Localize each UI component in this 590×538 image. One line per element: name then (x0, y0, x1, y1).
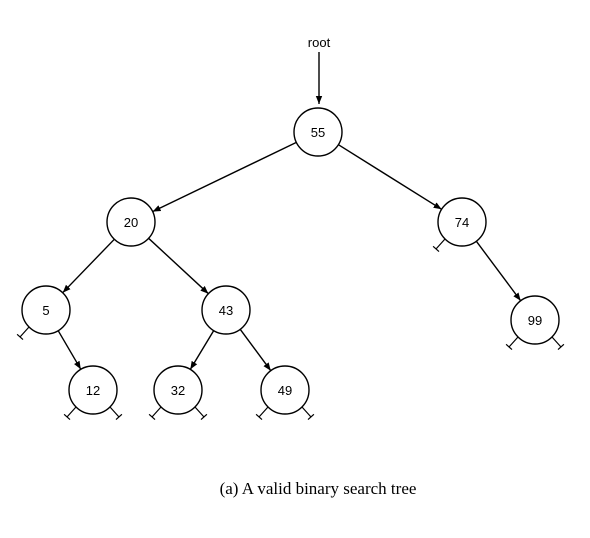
node-circle (68, 365, 118, 415)
tree-edges (57, 141, 522, 372)
tree-node-49: 49 (260, 365, 310, 415)
node-value-label: 32 (171, 383, 185, 398)
node-value-label: 49 (278, 383, 292, 398)
null-pointer-49-left (255, 406, 269, 421)
null-pointer-99-right (551, 336, 565, 351)
node-value-label: 5 (42, 303, 49, 318)
tree-nodes: 55 20 74 5 43 99 12 32 49 (21, 107, 560, 415)
tree-node-99: 99 (510, 295, 560, 345)
null-pointer-99-left (505, 336, 519, 351)
node-value-label: 20 (124, 215, 138, 230)
tree-node-12: 12 (68, 365, 118, 415)
null-pointer-5-left (16, 326, 30, 341)
null-pointer-12-right (109, 406, 123, 421)
edge-74-to-99 (475, 240, 522, 302)
null-pointer-12-left (63, 406, 77, 421)
edge-55-to-74 (338, 144, 442, 210)
figure-caption: (a) A valid binary search tree (220, 479, 417, 498)
node-circle (201, 285, 251, 335)
edge-43-to-32 (189, 330, 215, 370)
edge-5-to-12 (57, 330, 82, 370)
tree-node-43: 43 (201, 285, 251, 335)
null-pointer-markers (16, 238, 565, 421)
node-circle (106, 197, 156, 247)
node-value-label: 99 (528, 313, 542, 328)
edge-43-to-49 (239, 328, 272, 372)
tree-node-5: 5 (21, 285, 71, 335)
tree-node-74: 74 (437, 197, 487, 247)
tree-node-32: 32 (153, 365, 203, 415)
edge-20-to-5 (62, 238, 115, 294)
node-circle (437, 197, 487, 247)
null-pointer-32-left (148, 406, 162, 421)
node-value-label: 74 (455, 215, 469, 230)
node-circle (510, 295, 560, 345)
null-pointer-32-right (194, 406, 208, 421)
node-value-label: 43 (219, 303, 233, 318)
root-label: root (308, 35, 331, 50)
null-pointer-74-left (432, 238, 446, 253)
edge-20-to-43 (148, 237, 209, 295)
node-value-label: 12 (86, 383, 100, 398)
edge-55-to-20 (152, 141, 297, 213)
node-circle (153, 365, 203, 415)
node-circle (293, 107, 343, 157)
node-value-label: 55 (311, 125, 325, 140)
tree-node-20: 20 (106, 197, 156, 247)
tree-node-55: 55 (293, 107, 343, 157)
null-pointer-49-right (301, 406, 315, 421)
node-circle (21, 285, 71, 335)
node-circle (260, 365, 310, 415)
